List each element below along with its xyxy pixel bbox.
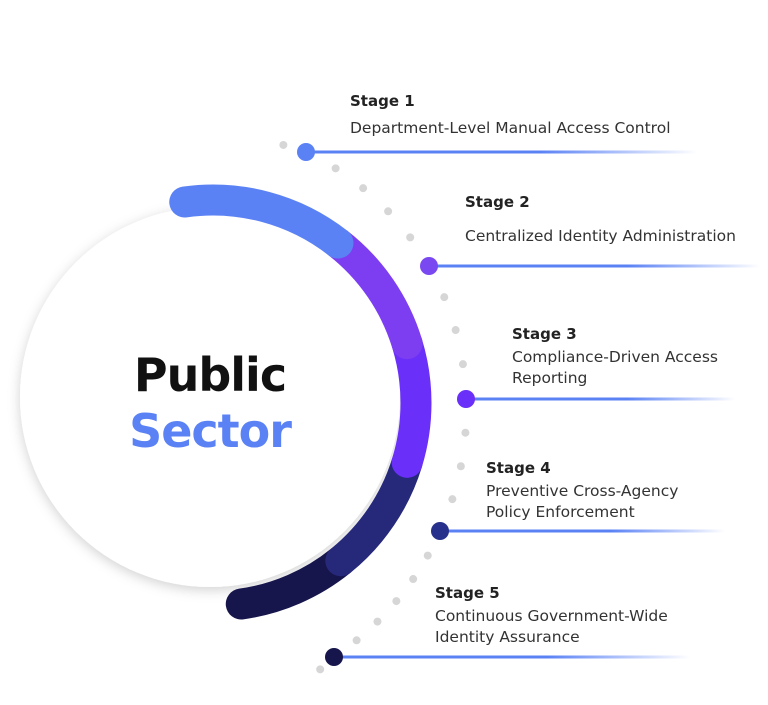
center-circle (20, 207, 400, 587)
path-dot (423, 551, 432, 560)
stage-description: Department-Level Manual Access Control (350, 119, 671, 137)
path-dot (456, 462, 465, 471)
stage-title: Stage 1 (350, 92, 415, 110)
stage-3: Stage 3 Compliance-Driven Access Reporti… (512, 325, 752, 389)
stage-5: Stage 5 Continuous Government-Wide Ident… (435, 584, 710, 648)
path-dot (316, 665, 325, 674)
path-dot (392, 597, 401, 606)
stage-title: Stage 2 (465, 193, 530, 211)
stage-1: Stage 1 Department-Level Manual Access C… (350, 92, 671, 139)
stage-title: Stage 5 (435, 584, 500, 602)
path-dot (384, 207, 393, 216)
stage-1-connector-line (306, 150, 697, 154)
stage-description: Continuous Government-Wide Identity Assu… (435, 607, 668, 646)
path-dot (352, 636, 361, 645)
stage-title: Stage 4 (486, 459, 551, 477)
stage-5-connector-line (334, 655, 690, 659)
center-title-line1: Public (133, 348, 287, 402)
stage-description: Compliance-Driven Access Reporting (512, 348, 718, 387)
stage-1-marker-dot (297, 143, 315, 161)
path-dot (331, 164, 340, 173)
stage-description: Preventive Cross-Agency Policy Enforceme… (486, 482, 679, 521)
path-dot (279, 140, 288, 149)
stage-2-connector-line (429, 264, 760, 268)
path-dot (461, 428, 470, 437)
stage-2: Stage 2 Centralized Identity Administrat… (465, 193, 736, 247)
path-dot (440, 293, 449, 302)
path-dot (448, 495, 457, 504)
stage-5-marker-dot (325, 648, 343, 666)
path-dot (406, 233, 415, 242)
path-dot (373, 617, 382, 626)
stage-3-connector-line (466, 397, 735, 401)
stage-4-marker-dot (431, 522, 449, 540)
stage-2-marker-dot (420, 257, 438, 275)
stage-title: Stage 3 (512, 325, 577, 343)
stage-3-marker-dot (457, 390, 475, 408)
center-title-line2: Sector (129, 404, 292, 458)
stage-4-connector-line (440, 529, 725, 533)
stage-description: Centralized Identity Administration (465, 227, 736, 245)
arc-segment-1 (169, 184, 354, 259)
arc-segment-3 (391, 328, 432, 478)
stage-4: Stage 4 Preventive Cross-Agency Policy E… (486, 459, 711, 523)
path-dot (359, 184, 368, 193)
path-dot (451, 326, 460, 335)
path-dot (409, 575, 418, 584)
path-dot (458, 360, 467, 369)
